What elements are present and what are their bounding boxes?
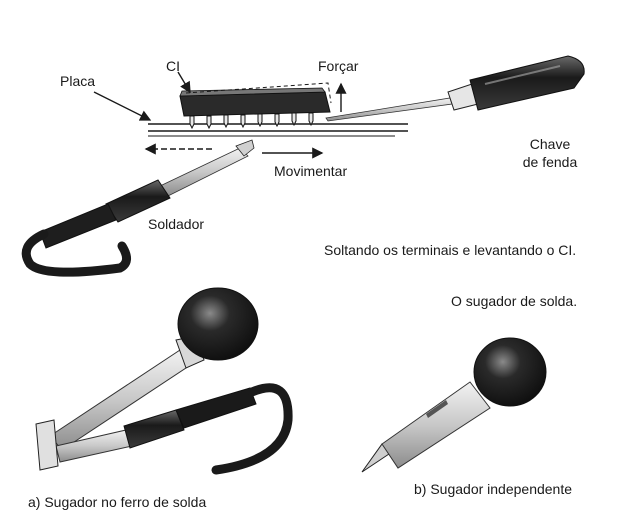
movimentar-label: Movimentar bbox=[274, 163, 348, 179]
ci-label: CI bbox=[166, 58, 180, 74]
soldering-iron bbox=[21, 139, 255, 277]
soldador-label: Soldador bbox=[148, 216, 205, 232]
rubber-bulb-b bbox=[473, 337, 547, 407]
arrows bbox=[93, 71, 347, 159]
standalone-sucker-illustration bbox=[361, 337, 547, 473]
sucker-on-iron-illustration bbox=[35, 287, 293, 475]
chave-label-line1: Chave bbox=[529, 136, 571, 152]
placa-arrow bbox=[93, 91, 152, 121]
chave-label-line2: de fenda bbox=[522, 154, 578, 170]
caption-a: a) Sugador no ferro de solda bbox=[28, 494, 207, 510]
sugador-heading: O sugador de solda. bbox=[451, 293, 578, 309]
caption-b: b) Sugador independente bbox=[414, 481, 573, 497]
placa-label: Placa bbox=[60, 73, 96, 89]
integrated-circuit bbox=[179, 82, 332, 130]
screwdriver bbox=[325, 55, 585, 122]
rubber-bulb-a bbox=[177, 287, 259, 361]
forcar-label: Forçar bbox=[318, 58, 359, 74]
ic-pins bbox=[189, 112, 314, 130]
top-diagram bbox=[21, 55, 585, 277]
circuit-board bbox=[148, 123, 408, 137]
ci-arrow bbox=[177, 71, 191, 94]
top-caption: Soltando os terminais e levantando o CI. bbox=[324, 242, 577, 258]
